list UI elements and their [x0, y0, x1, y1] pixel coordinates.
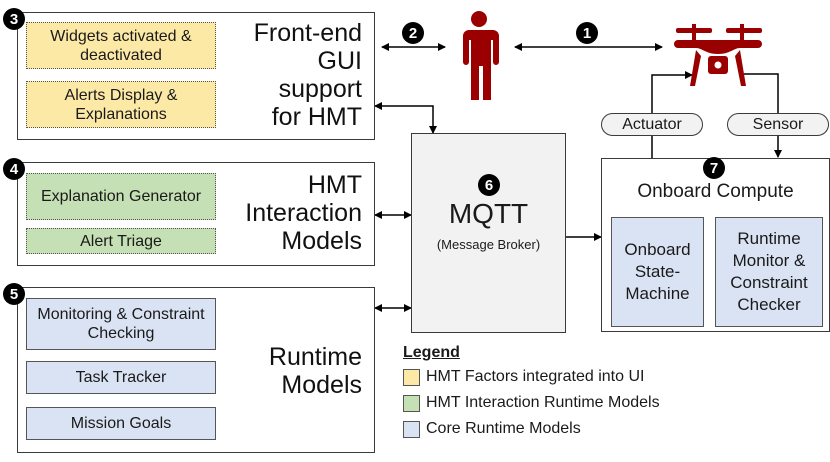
title-line: HMT — [307, 171, 362, 199]
legend-label: Core Runtime Models — [426, 420, 581, 437]
explanation-generator-label: Explanation Generator — [40, 188, 202, 205]
badge-text: 3 — [9, 10, 19, 28]
sensor-pill: Sensor — [727, 113, 829, 136]
onboard-compute-panel: 7 Onboard Compute Onboard State-Machine … — [601, 157, 830, 332]
title-line: Interaction — [245, 199, 362, 227]
alert-triage-label: Alert Triage — [80, 232, 162, 250]
badge-4: 4 — [3, 158, 25, 180]
widgets-label: Widgets activated & deactivated — [50, 27, 192, 64]
legend-entry: Core Runtime Models — [403, 420, 803, 438]
runtime-monitor-label: Runtime Monitor & Constraint Checker — [730, 229, 808, 314]
mission-goals-label: Mission Goals — [70, 415, 172, 432]
legend: Legend HMT Factors integrated into UI HM… — [403, 344, 803, 438]
frontend-panel: Widgets activated & deactivated Alerts D… — [17, 12, 375, 140]
mqtt-subtitle: (Message Broker) — [436, 237, 541, 252]
title-line: support — [278, 75, 362, 103]
explanation-generator-box: Explanation Generator — [26, 173, 216, 220]
legend-entry: HMT Factors integrated into UI — [403, 368, 803, 386]
onboard-title: Onboard Compute — [637, 181, 794, 202]
state-machine-box: Onboard State-Machine — [611, 217, 704, 327]
badge-text: 1 — [582, 24, 592, 42]
badge-text: 6 — [484, 176, 494, 194]
badge-3: 3 — [3, 8, 25, 30]
mqtt-box: 6 MQTT (Message Broker) — [411, 133, 566, 333]
interaction-title: HMT Interaction Models — [202, 171, 362, 255]
title-line: for HMT — [271, 103, 362, 131]
title-line: Models — [281, 371, 362, 399]
sensor-label: Sensor — [752, 115, 804, 133]
frontend-title: Front-end GUI support for HMT — [222, 19, 362, 131]
alerts-display-label: Alerts Display & Explanations — [64, 86, 178, 123]
legend-entry: HMT Interaction Runtime Models — [403, 394, 803, 412]
monitoring-box: Monitoring & Constraint Checking — [26, 298, 216, 350]
interaction-panel: Explanation Generator Alert Triage HMT I… — [17, 162, 375, 266]
badge-6: 6 — [478, 174, 500, 196]
legend-label: HMT Factors integrated into UI — [426, 368, 645, 385]
badge-text: 2 — [408, 24, 418, 42]
task-tracker-box: Task Tracker — [26, 361, 216, 394]
mission-goals-box: Mission Goals — [26, 407, 216, 440]
badge-text: 5 — [9, 285, 19, 303]
state-machine-label: Onboard State-Machine — [624, 240, 691, 303]
badge-1: 1 — [576, 22, 598, 44]
widgets-box: Widgets activated & deactivated — [26, 22, 216, 69]
runtime-monitor-box: Runtime Monitor & Constraint Checker — [715, 217, 823, 327]
badge-7: 7 — [703, 157, 725, 179]
monitoring-label: Monitoring & Constraint Checking — [37, 306, 205, 342]
legend-swatch-green — [403, 394, 420, 412]
badge-text: 4 — [9, 160, 19, 178]
title-line: Models — [281, 227, 362, 255]
runtime-panel: Monitoring & Constraint Checking Task Tr… — [17, 287, 375, 453]
legend-swatch-yellow — [403, 368, 420, 386]
person-icon — [463, 11, 499, 100]
badge-text: 7 — [709, 159, 719, 177]
legend-label: HMT Interaction Runtime Models — [426, 394, 660, 411]
actuator-label: Actuator — [622, 115, 682, 133]
title-line: Runtime — [268, 343, 362, 371]
legend-swatch-blue — [403, 420, 420, 438]
alerts-display-box: Alerts Display & Explanations — [26, 81, 216, 128]
title-line: GUI — [317, 47, 362, 75]
actuator-pill: Actuator — [601, 113, 703, 136]
mqtt-title: MQTT — [448, 198, 529, 229]
drone-icon — [674, 24, 762, 86]
task-tracker-label: Task Tracker — [75, 369, 167, 386]
badge-2: 2 — [402, 22, 424, 44]
legend-title: Legend — [403, 344, 460, 361]
alert-triage-box: Alert Triage — [26, 228, 216, 254]
badge-5: 5 — [3, 283, 25, 305]
runtime-title: Runtime Models — [222, 343, 362, 399]
link-frontend-mqtt — [374, 102, 437, 134]
title-line: Front-end — [253, 19, 362, 47]
